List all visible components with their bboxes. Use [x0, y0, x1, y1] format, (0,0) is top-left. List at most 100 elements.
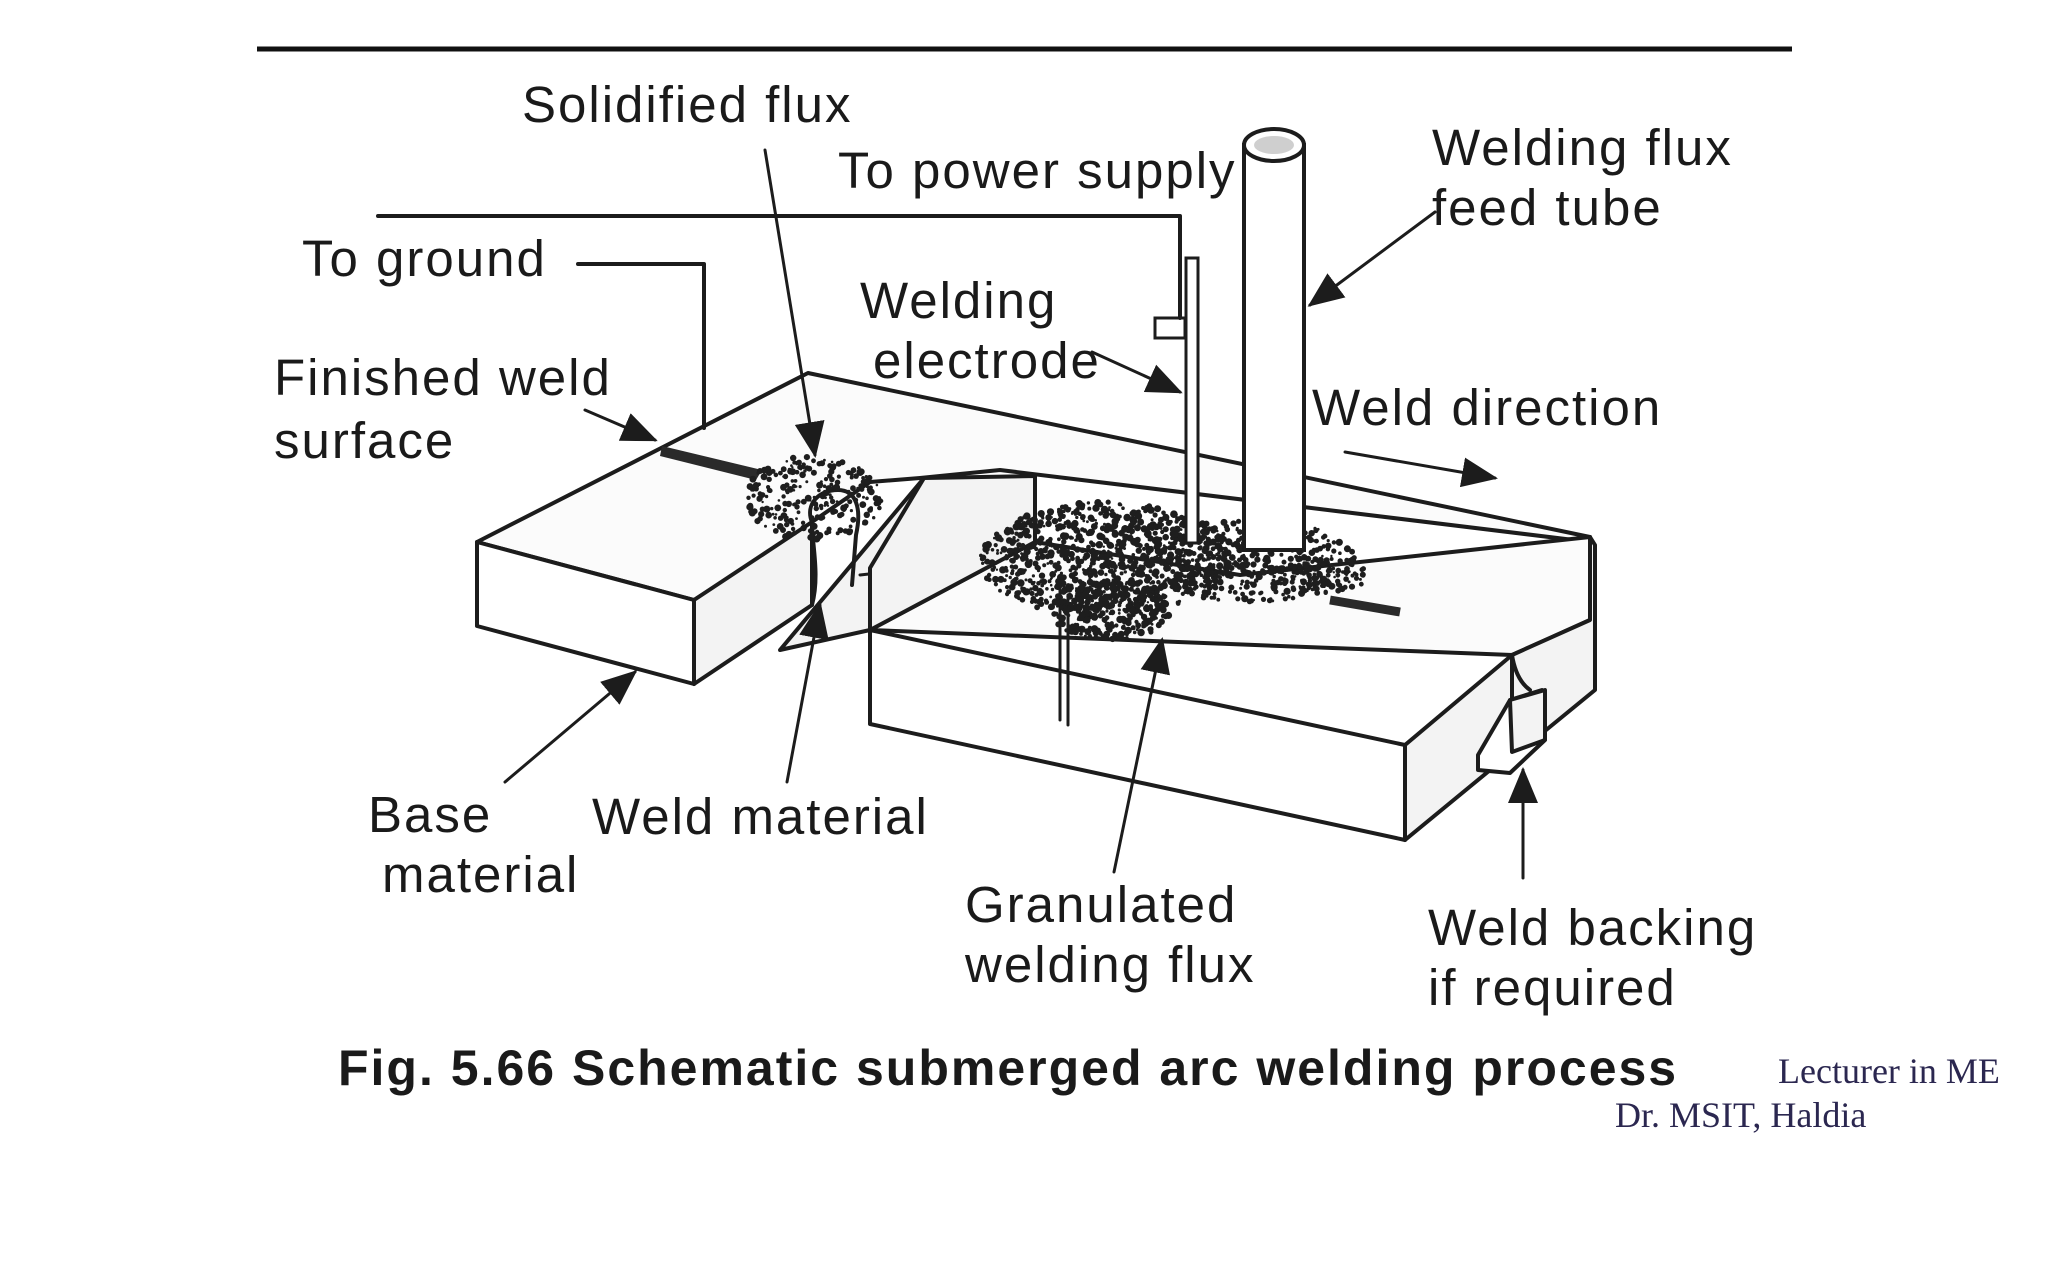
flux-granule [1204, 589, 1212, 596]
flux-granule [1147, 506, 1155, 514]
flux-granule [856, 486, 860, 490]
flux-granule [1282, 596, 1288, 602]
flux-granule [809, 515, 815, 521]
flux-granule [1145, 585, 1150, 590]
flux-granule [1323, 590, 1328, 595]
flux-granule [1073, 603, 1079, 609]
flux-granule [1160, 529, 1165, 535]
flux-granule [1169, 563, 1173, 567]
label-weld-direction: Weld direction [1312, 379, 1662, 436]
flux-granule [1182, 579, 1186, 584]
flux-granule [1036, 598, 1042, 605]
flux-granule [1075, 608, 1081, 614]
flux-granule [1307, 585, 1312, 590]
flux-granule [1329, 557, 1334, 561]
flux-granule [1308, 530, 1315, 537]
flux-granule [1097, 569, 1105, 576]
flux-granule [1077, 593, 1082, 597]
flux-granule [1090, 542, 1096, 548]
flux-granule [1337, 558, 1343, 564]
flux-granule [1083, 634, 1087, 638]
flux-granule [1218, 536, 1226, 544]
flux-granule [1140, 526, 1145, 531]
flux-granule [1109, 609, 1116, 616]
label-finished-weld-line2: surface [274, 412, 455, 469]
flux-granule [1109, 508, 1115, 514]
flux-granule [784, 489, 789, 493]
flux-granule [1254, 556, 1261, 563]
flux-granule [1236, 518, 1242, 524]
flux-granule [1128, 616, 1133, 620]
flux-granule [1212, 595, 1217, 600]
flux-granule [1213, 582, 1218, 587]
flux-granule [1075, 533, 1083, 541]
flux-granule [848, 524, 853, 529]
flux-granule [1177, 564, 1182, 569]
flux-granule [827, 486, 831, 490]
flux-granule [865, 496, 869, 501]
flux-granule [770, 506, 774, 511]
flux-granule [835, 500, 839, 503]
flux-granule [1203, 529, 1210, 536]
flux-granule [1046, 562, 1050, 565]
flux-granule [1083, 555, 1087, 560]
flux-granule [1045, 516, 1049, 520]
flux-granule [1024, 578, 1028, 582]
flux-granule [858, 483, 864, 489]
flux-granule [1240, 579, 1245, 584]
flux-granule [1359, 571, 1366, 578]
flux-granule [1279, 552, 1284, 557]
flux-granule [1298, 557, 1303, 562]
flux-granule [1173, 556, 1177, 560]
flux-granule [1350, 573, 1355, 578]
flux-granule [1159, 573, 1165, 579]
flux-granule [1275, 580, 1280, 586]
flux-granule [1287, 562, 1294, 569]
flux-granule [859, 501, 867, 508]
flux-granule [1020, 543, 1026, 548]
flux-granule [1330, 554, 1333, 558]
flux-granule [823, 477, 829, 482]
flux-granule [1015, 571, 1021, 577]
flux-granule [1059, 546, 1068, 555]
flux-granule [1010, 571, 1015, 576]
flux-granule [1003, 565, 1008, 571]
flux-granule [1122, 607, 1127, 612]
flux-granule [1094, 585, 1098, 589]
flux-granule [979, 556, 985, 562]
flux-granule [839, 511, 845, 518]
flux-granule [1125, 581, 1129, 585]
flux-granule [1140, 555, 1146, 561]
flux-granule [829, 498, 836, 505]
flux-granule [1006, 589, 1012, 595]
flux-granule [1122, 624, 1126, 628]
flux-granule [1216, 543, 1223, 550]
flux-granule [813, 535, 821, 543]
flux-granule [1108, 506, 1111, 509]
flux-granule [1142, 546, 1146, 551]
flux-granule [1266, 597, 1273, 604]
flux-granule [1009, 564, 1014, 569]
flux-granule [1073, 566, 1079, 571]
flux-granule [777, 515, 784, 521]
flux-granule [1236, 563, 1244, 570]
flux-granule [1035, 551, 1040, 556]
flux-granule [1296, 562, 1302, 568]
flux-granule [829, 476, 835, 483]
flux-granule [1150, 580, 1156, 585]
flux-granule [1092, 629, 1100, 637]
flux-granule [1220, 518, 1228, 526]
flux-granule [1068, 550, 1075, 558]
flux-granule [1290, 595, 1296, 601]
flux-granule [760, 473, 768, 481]
flux-granule [1248, 590, 1254, 596]
flux-granule [1118, 589, 1121, 593]
figure-caption: Fig. 5.66 Schematic submerged arc weldin… [338, 1040, 1678, 1096]
flux-granule [833, 484, 838, 490]
flux-granule [1216, 562, 1224, 570]
flux-granule [1055, 526, 1060, 532]
flux-granule [792, 489, 796, 492]
flux-granule [997, 575, 1005, 583]
flux-granule [1124, 636, 1129, 640]
